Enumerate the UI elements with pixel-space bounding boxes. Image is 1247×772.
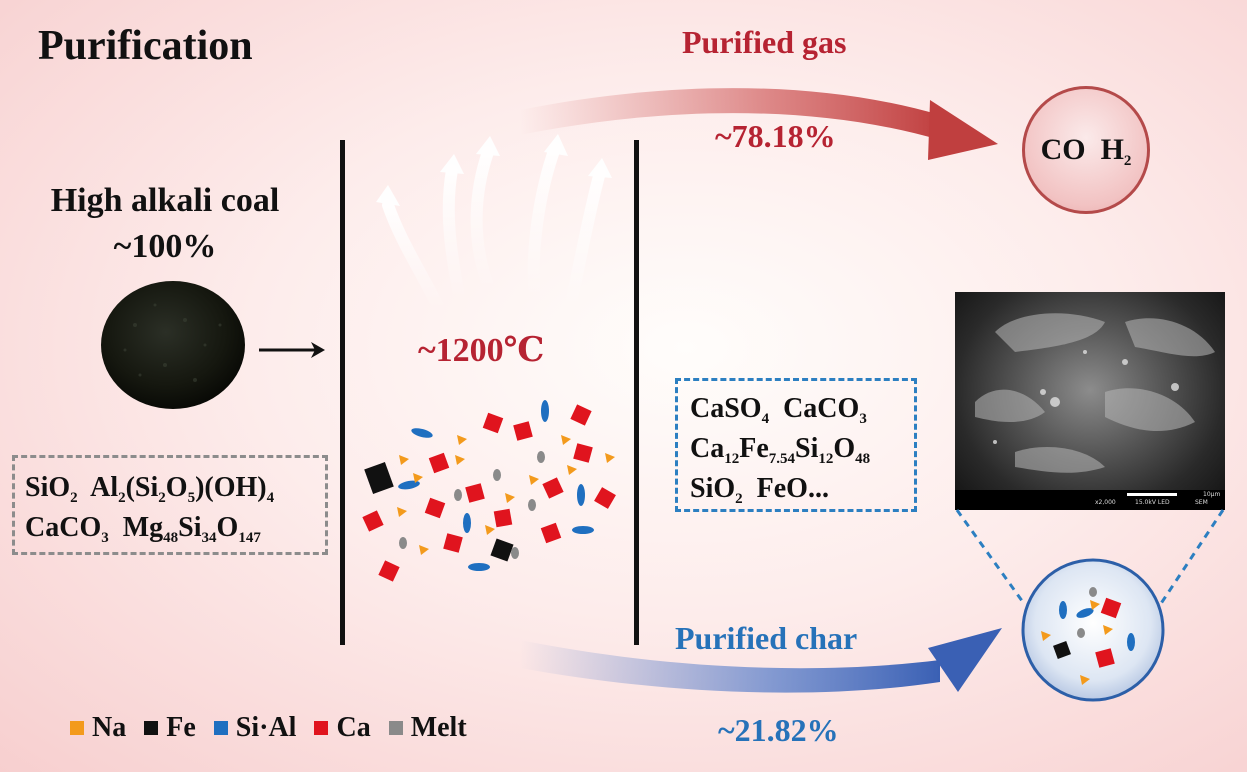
na-particles	[397, 435, 615, 555]
legend-item: Si·Al	[213, 712, 297, 744]
purified-char-arrow	[520, 628, 1002, 693]
purified-char-percent: ~21.82%	[718, 712, 839, 748]
formula-subscript: 2	[735, 491, 743, 507]
formula-text: Si	[795, 433, 819, 464]
sem-info-left: x2,000	[1095, 499, 1116, 506]
formula-text: Ca	[690, 433, 725, 464]
formula-subscript: 34	[201, 530, 217, 546]
formula-text: O	[833, 433, 856, 464]
syngas-circle: CO H2	[1022, 86, 1150, 214]
formula-subscript: 2	[1123, 153, 1132, 169]
formula-subscript: 2	[118, 490, 126, 506]
formula-subscript: 48	[163, 530, 179, 546]
formula-text: Al	[77, 472, 119, 503]
reaction-temperature: ~1200℃	[418, 332, 545, 369]
si-al-particles	[398, 400, 594, 571]
formula-text: (Si	[125, 472, 159, 503]
coal-label: High alkali coal ~100%	[30, 178, 300, 270]
legend-label: Fe	[166, 712, 196, 743]
sem-micrograph: x2,000 15.0kV LED SEM 10μm	[955, 292, 1225, 510]
formula-subscript: 7.54	[768, 451, 796, 467]
formula-subscript: 3	[101, 530, 109, 546]
product-formula-line-3: SiO2 FeO...	[690, 469, 914, 509]
purified-gas-label: Purified gas	[682, 24, 847, 60]
formula-subscript: 2	[158, 490, 166, 506]
legend-swatch	[388, 721, 403, 735]
formula-text: SiO	[690, 473, 736, 504]
formula-text: CaSO	[690, 393, 762, 424]
legend-item: Melt	[388, 712, 467, 744]
formula-text: O	[165, 472, 188, 503]
purified-gas-percent: ~78.18%	[715, 118, 836, 154]
purified-char-label: Purified char	[675, 620, 858, 656]
legend-item: Ca	[314, 712, 371, 744]
coal-name: High alkali coal	[50, 182, 280, 219]
char-particle-zoom	[955, 509, 1225, 702]
ca-particles	[362, 404, 616, 582]
formula-subscript: 3	[859, 411, 867, 427]
formula-text: CO H	[1040, 133, 1124, 166]
product-formula-line-2: Ca12Fe7.54Si12O48	[690, 429, 914, 469]
formula-subscript: 5	[187, 490, 196, 506]
legend-swatch	[314, 721, 329, 735]
page-title: Purification	[38, 23, 253, 69]
mineral-particles	[362, 400, 616, 582]
formula-subscript: 48	[855, 451, 871, 467]
coal-particle-image	[101, 281, 245, 409]
melt-particles	[399, 451, 545, 559]
sem-scale-label: 10μm	[1203, 491, 1220, 498]
legend-item: Na	[70, 712, 126, 744]
formula-text: Mg	[108, 512, 164, 543]
product-formula-line-1: CaSO4 CaCO3	[690, 389, 914, 429]
formula-text: CaCO	[25, 512, 102, 543]
rising-gas-arrows	[376, 134, 612, 316]
formula-text: Si	[178, 512, 202, 543]
formula-text: )(OH)	[195, 472, 267, 503]
formula-text: FeO...	[742, 473, 829, 504]
char-mineral-formulas: CaSO4 CaCO3 Ca12Fe7.54Si12O48 SiO2 FeO..…	[675, 378, 917, 512]
fe-particles	[364, 462, 514, 562]
purified-gas-arrow	[520, 88, 998, 160]
reactor-left-wall	[340, 140, 345, 645]
formula-text: CaCO	[769, 393, 860, 424]
syngas-species: CO H2	[1040, 133, 1132, 169]
formula-subscript: 2	[70, 490, 78, 506]
sem-info-mid: 15.0kV LED	[1135, 499, 1170, 506]
legend-swatch	[213, 721, 228, 735]
sem-info-right: SEM	[1195, 499, 1208, 506]
legend-swatch	[70, 721, 84, 735]
char-particle-circle	[1021, 558, 1165, 702]
legend-item: Fe	[144, 712, 196, 744]
formula-subscript: 4	[761, 411, 770, 427]
raw-formula-line-1: SiO2 Al2(Si2O5)(OH)4	[25, 468, 325, 508]
legend-swatch	[144, 721, 159, 735]
formula-text: SiO	[25, 472, 71, 503]
raw-formula-line-2: CaCO3 Mg48Si34O147	[25, 508, 325, 548]
raw-mineral-formulas: SiO2 Al2(Si2O5)(OH)4 CaCO3 Mg48Si34O147	[12, 455, 328, 555]
formula-text: Fe	[739, 433, 769, 464]
formula-text: O	[216, 512, 239, 543]
legend-label: Ca	[336, 712, 371, 743]
legend: Na Fe Si·Al Ca Melt	[70, 712, 485, 744]
formula-subscript: 12	[818, 451, 834, 467]
formula-subscript: 147	[238, 530, 261, 546]
formula-subscript: 4	[266, 490, 275, 506]
sem-texture: x2,000 15.0kV LED SEM 10μm	[955, 313, 1225, 510]
reactor-right-wall	[634, 140, 639, 645]
legend-label: Si·Al	[235, 712, 297, 743]
legend-label: Na	[92, 712, 127, 743]
legend-label: Melt	[410, 712, 467, 743]
feed-arrow	[259, 342, 325, 358]
formula-subscript: 12	[724, 451, 740, 467]
coal-percent: ~100%	[113, 228, 217, 265]
